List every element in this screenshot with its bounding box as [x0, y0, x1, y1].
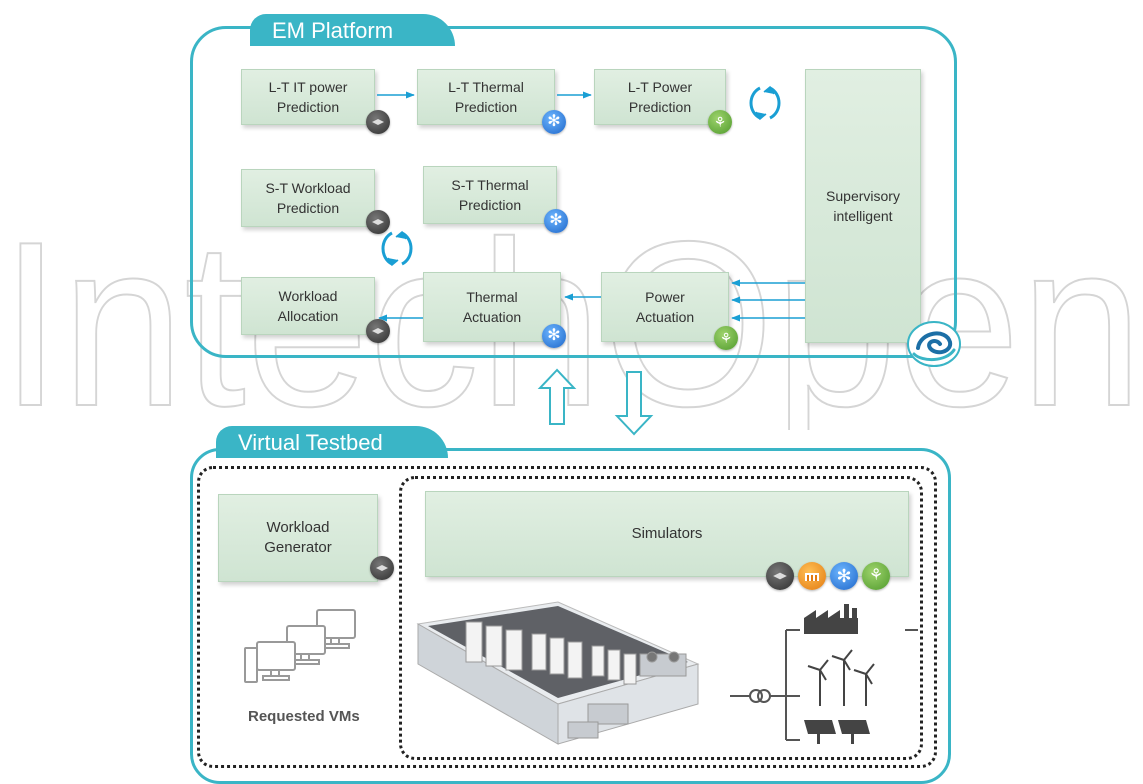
simulators-dotted-frame [399, 476, 923, 760]
em-platform-panel [190, 26, 957, 358]
wind-turbines-icon [807, 649, 875, 706]
supervisory-intelligent-box: Supervisory intelligent [805, 69, 921, 343]
power-sources-illustration [730, 604, 918, 744]
logo-swirl-icon [907, 321, 961, 367]
workload-allocation-box: Workload Allocation [241, 277, 375, 335]
supervisory-label: Supervisory intelligent [826, 188, 900, 224]
wind-turbine-icon: ⚘ [862, 562, 890, 590]
simulators-label: Simulators [631, 525, 703, 542]
server-icon [366, 110, 390, 134]
wind-turbine-icon: ⚘ [714, 326, 738, 350]
snowflake-icon: ✻ [542, 324, 566, 348]
power-actuation-box: Power Actuation [601, 272, 729, 342]
server-icon [370, 556, 394, 580]
st-workload-label: S-T Workload Prediction [265, 180, 351, 216]
virtual-testbed-tab: Virtual Testbed [216, 426, 448, 458]
cycle-icon [749, 85, 781, 121]
solar-panels-icon [804, 720, 870, 744]
workload-generator-box: Workload Generator [218, 494, 378, 582]
thermal-actuation-box: Thermal Actuation [423, 272, 561, 342]
lt-thermal-prediction-box: L-T Thermal Prediction [417, 69, 555, 125]
em-platform-tab: EM Platform [250, 14, 455, 46]
factory-icon [804, 604, 858, 634]
st-thermal-label: S-T Thermal Prediction [451, 177, 529, 213]
lt-power-prediction-box: L-T Power Prediction [594, 69, 726, 125]
st-workload-prediction-box: S-T Workload Prediction [241, 169, 375, 227]
up-arrow-icon [537, 368, 577, 425]
st-thermal-prediction-box: S-T Thermal Prediction [423, 166, 557, 224]
lt-it-power-label: L-T IT power Prediction [268, 79, 348, 115]
requested-vms-label: Requested VMs [248, 708, 360, 725]
lt-it-power-prediction-box: L-T IT power Prediction [241, 69, 375, 125]
lt-power-label: L-T Power Prediction [627, 79, 693, 115]
snowflake-icon: ✻ [544, 209, 568, 233]
wind-turbine-icon: ⚘ [708, 110, 732, 134]
lt-thermal-label: L-T Thermal Prediction [448, 79, 524, 115]
snowflake-icon: ✻ [830, 562, 858, 590]
server-icon [366, 319, 390, 343]
outer-dotted-frame [197, 466, 937, 768]
down-arrow-icon [614, 371, 654, 436]
simulators-box: Simulators [425, 491, 909, 577]
cycle-icon [381, 230, 413, 267]
thermal-actuation-label: Thermal Actuation [462, 289, 522, 325]
requested-vms-illustration [244, 609, 356, 683]
workload-generator-label: Workload Generator [264, 519, 332, 556]
snowflake-icon: ✻ [542, 110, 566, 134]
workload-allocation-label: Workload Allocation [277, 288, 339, 324]
datacenter-icon [798, 562, 826, 590]
datacenter-illustration [416, 601, 700, 745]
server-icon [766, 562, 794, 590]
server-icon [366, 210, 390, 234]
power-actuation-label: Power Actuation [635, 289, 695, 325]
